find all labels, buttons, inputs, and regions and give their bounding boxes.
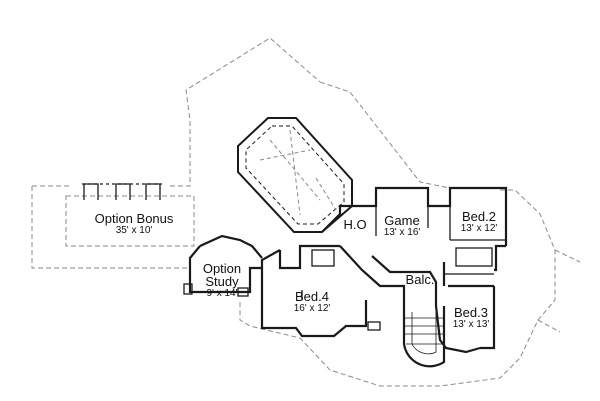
- room-option-bonus-name: Option Bonus: [94, 211, 174, 226]
- room-option-study-dims: 9' x 14': [206, 288, 238, 299]
- room-ho: H.O: [341, 218, 369, 231]
- room-balc: Balc.: [402, 273, 438, 286]
- interior-walls: [183, 206, 506, 331]
- roof-outline: [31, 37, 581, 387]
- room-option-bonus: Option Bonus 35' x 10': [88, 212, 180, 236]
- exterior-walls: [188, 186, 508, 368]
- room-bed3: Bed.3 13' x 13': [446, 306, 496, 330]
- room-option-study-name-1: Option: [202, 261, 242, 276]
- room-bed3-dims: 13' x 13': [452, 319, 490, 330]
- room-balc-name: Balc.: [405, 272, 435, 287]
- room-bed3-name: Bed.3: [454, 305, 488, 320]
- room-ho-name: H.O: [343, 217, 367, 232]
- room-game-dims: 13' x 16': [383, 227, 421, 238]
- room-bed2: Bed.2 13' x 12': [454, 210, 504, 234]
- dormers: [82, 183, 162, 200]
- room-bed4: Bed.4 16' x 12': [286, 290, 338, 314]
- room-game-name: Game: [384, 213, 420, 228]
- room-option-bonus-dims: 35' x 10': [115, 225, 153, 236]
- room-bed2-name: Bed.2: [462, 209, 496, 224]
- room-game: Game 13' x 16': [378, 214, 426, 238]
- room-bed2-dims: 13' x 12': [460, 223, 498, 234]
- stair: [404, 312, 444, 355]
- room-option-study: Option Study 9' x 14': [198, 262, 246, 299]
- room-bed4-name: Bed.4: [295, 289, 329, 304]
- room-bed4-dims: 16' x 12': [293, 303, 331, 314]
- vault-ribs: [259, 129, 337, 216]
- room-option-study-name-2: Study: [205, 274, 239, 289]
